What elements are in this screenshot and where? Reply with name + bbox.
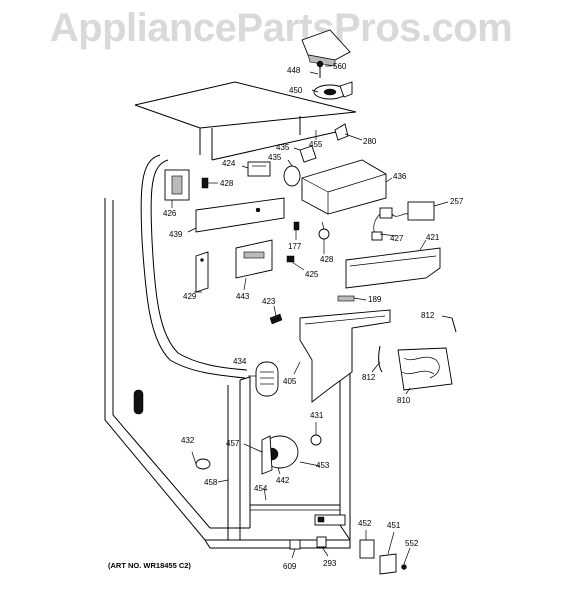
callout-293: 293 — [323, 559, 337, 568]
part-432-bushing — [195, 458, 211, 470]
callout-439: 439 — [169, 230, 183, 239]
callout-455: 455 — [309, 140, 323, 149]
part-257-damper-motor — [371, 201, 435, 241]
art-number: (ART NO. WR18455 C2) — [108, 561, 191, 570]
part-425-grommet — [286, 255, 295, 263]
callout-421: 421 — [426, 233, 440, 242]
callout-426: 426 — [163, 209, 177, 218]
callout-443: 443 — [236, 292, 250, 301]
part-448-screw — [316, 60, 324, 78]
callout-429: 429 — [183, 292, 197, 301]
part-280-bracket — [334, 123, 349, 141]
callout-424: 424 — [222, 159, 236, 168]
part-424-switch — [247, 161, 271, 177]
callout-450: 450 — [289, 86, 303, 95]
callout-812: 812 — [421, 311, 435, 320]
callout-452: 452 — [358, 519, 372, 528]
part-434-grille — [255, 361, 279, 397]
part-439-light-shield — [195, 197, 285, 233]
callout-280: 280 — [363, 137, 377, 146]
watermark-logo: AppliancePartsPros.com — [49, 6, 513, 50]
part-451-hinge — [379, 553, 397, 575]
callout-431: 431 — [310, 411, 324, 420]
part-431-grommet — [310, 434, 322, 446]
part-429-bracket — [195, 251, 209, 293]
part-443-bracket — [235, 239, 273, 279]
callout-425: 425 — [305, 270, 319, 279]
callout-427: 427 — [390, 234, 404, 243]
part-426-bracket — [164, 169, 209, 201]
part-293-clip — [316, 536, 327, 548]
callout-453: 453 — [316, 461, 330, 470]
part-812-drain-tube — [378, 317, 457, 373]
callout-428: 428 — [320, 255, 334, 264]
part-428-thermistor — [318, 221, 330, 240]
part-560-cover — [301, 29, 351, 67]
callout-177: 177 — [288, 242, 302, 251]
part-177-clip — [293, 221, 300, 231]
part-436-control-housing — [301, 159, 387, 215]
callout-432: 432 — [181, 436, 195, 445]
callout-257: 257 — [450, 197, 464, 206]
callout-812: 812 — [362, 373, 376, 382]
callout-458: 458 — [204, 478, 218, 487]
callout-189: 189 — [368, 295, 382, 304]
cabinet-body — [104, 81, 357, 549]
callout-457: 457 — [226, 439, 240, 448]
part-810-evaporator — [397, 347, 453, 391]
part-435-bulb-socket — [283, 145, 317, 187]
part-442-fan-motor — [261, 435, 299, 475]
part-450-light-socket — [313, 81, 353, 100]
callout-435: 435 — [268, 153, 282, 162]
callout-labels: 560 448 450 280 455 435 435 424 428 436 … — [163, 62, 464, 571]
callout-423: 423 — [262, 297, 276, 306]
callout-428: 428 — [220, 179, 234, 188]
leader-lines — [171, 65, 453, 565]
callout-442: 442 — [276, 476, 290, 485]
callout-609: 609 — [283, 562, 297, 571]
part-609-clip — [289, 539, 301, 550]
callout-436: 436 — [393, 172, 407, 181]
part-405-air-duct — [299, 309, 391, 403]
callout-560: 560 — [333, 62, 347, 71]
callout-454: 454 — [254, 484, 268, 493]
callout-552: 552 — [405, 539, 419, 548]
part-452-bracket — [359, 539, 375, 559]
callout-405: 405 — [283, 377, 297, 386]
part-552-screw — [401, 564, 407, 570]
part-423-clip — [269, 313, 283, 325]
callout-451: 451 — [387, 521, 401, 530]
callout-434: 434 — [233, 357, 247, 366]
part-189-pad — [337, 295, 355, 302]
callout-435: 435 — [276, 143, 290, 152]
callout-810: 810 — [397, 396, 411, 405]
callout-448: 448 — [287, 66, 301, 75]
part-421-cover — [345, 247, 441, 289]
